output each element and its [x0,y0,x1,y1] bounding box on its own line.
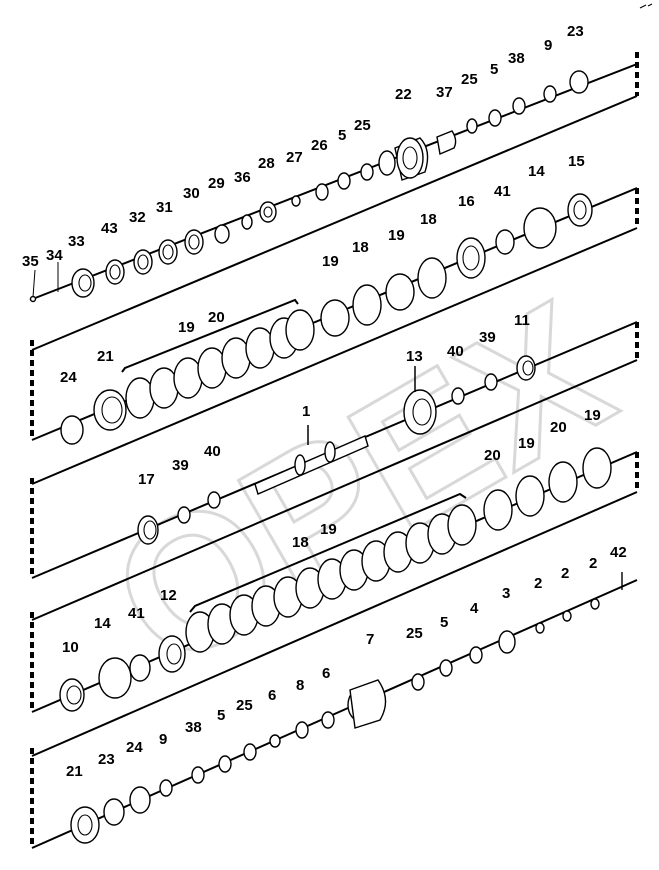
callout: 8 [296,677,304,694]
callout: 5 [217,707,225,724]
callout: 2 [534,575,542,592]
callout: 4 [470,600,479,617]
callout: 29 [208,175,225,192]
callout: 10 [62,639,79,656]
callout: 2 [561,565,569,582]
callout: 9 [544,37,552,54]
callout: 13 [406,348,423,365]
callout: 24 [126,739,143,756]
callout: 32 [129,209,146,226]
corner-mark [639,3,653,9]
callout: 18 [352,239,369,256]
callout: 31 [156,199,173,216]
callout: 40 [204,443,221,460]
callout: 19 [322,253,339,270]
callout: 14 [94,615,111,632]
callout: 21 [97,348,114,365]
callout-labels: 35 34 33 43 32 31 30 29 36 28 27 26 5 25… [22,23,627,780]
callout: 40 [447,343,464,360]
callout: 36 [234,169,251,186]
callout: 11 [514,312,530,329]
callout: 2 [589,555,597,572]
callout: 18 [292,534,309,551]
callout: 22 [395,86,412,103]
callout: 7 [366,631,374,648]
callout: 34 [46,247,63,264]
callout: 25 [236,697,253,714]
callout: 5 [440,614,448,631]
callout: 41 [128,605,145,622]
callout: 9 [159,731,167,748]
callout: 28 [258,155,275,172]
callout: 43 [101,220,118,237]
callout: 20 [484,447,501,464]
callout: 30 [183,185,200,202]
dashed-end-bars [30,52,639,848]
callout: 20 [550,419,567,436]
callout: 19 [320,521,337,538]
callout: 18 [420,211,437,228]
callout: 5 [338,127,346,144]
callout: 33 [68,233,85,250]
callout: 20 [208,309,225,326]
callout: 42 [610,544,627,561]
callout: 25 [461,71,478,88]
callout: 19 [388,227,405,244]
callout: 6 [322,665,330,682]
callout: 23 [98,751,115,768]
callout: 16 [458,193,475,210]
callout: 26 [311,137,328,154]
callout: 25 [354,117,371,134]
callout: 37 [436,84,453,101]
callout: 6 [268,687,276,704]
callout: 23 [567,23,584,40]
callout: 38 [508,50,525,67]
callout: 1 [302,403,310,420]
row5-parts [59,572,623,729]
callout: 25 [406,625,423,642]
callout: 19 [178,319,195,336]
row3-parts [137,355,536,545]
callout: 14 [528,163,545,180]
callout: 12 [160,587,177,604]
callout: 39 [172,457,189,474]
leader-lines [32,262,416,445]
callout: 41 [494,183,511,200]
callout: 3 [502,585,510,602]
callout: 15 [568,153,585,170]
row1-parts [29,70,589,303]
callout: 39 [479,329,496,346]
callout: 24 [60,369,77,386]
callout: 21 [66,763,83,780]
callout: 27 [286,149,303,166]
callout: 38 [185,719,202,736]
row6-parts [70,711,335,844]
callout: 35 [22,253,39,270]
callout: 5 [490,61,498,78]
row2-parts [60,193,593,445]
callout: 19 [584,407,601,424]
brackets [121,298,467,613]
callout: 17 [138,471,155,488]
row4-parts [185,447,612,653]
callout: 19 [518,435,535,452]
